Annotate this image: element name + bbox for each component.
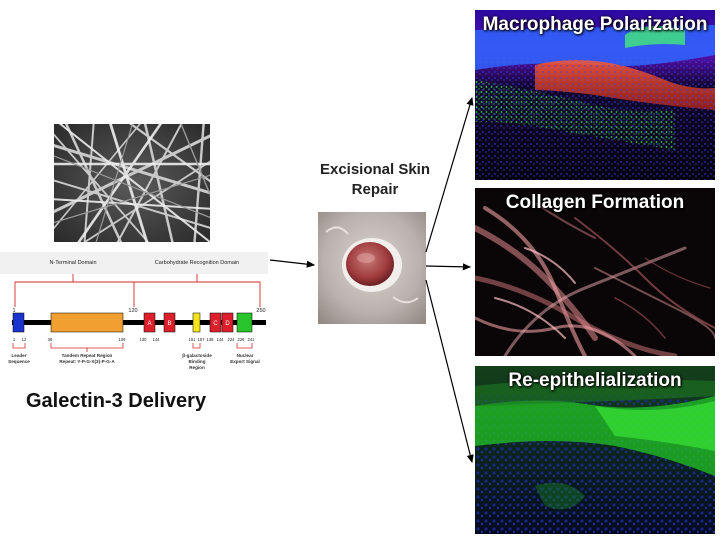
tandem-label-2: Repeat: Y-P-G-X(3)-P-G-A (59, 359, 115, 364)
leader-sequence-box (12, 312, 25, 333)
crd-box-b (163, 312, 176, 333)
tick-36: 36 (48, 337, 53, 342)
arrow-to-reepithelialization (425, 279, 474, 464)
crd-box-a (143, 312, 156, 333)
collagen-formation-panel: Collagen Formation (475, 188, 715, 356)
tick-224: 224 (228, 337, 236, 342)
tick-151: 151 (189, 337, 197, 342)
arrow-diagram-to-wound (269, 259, 316, 268)
tick-labels: 1 12 36 109 130 144 151 157 138 144 224 … (13, 337, 255, 342)
leader-label-2: Sequence (8, 359, 30, 364)
position-1-label: 1 (12, 308, 15, 314)
n-terminal-domain-label: N-Terminal Domain (49, 260, 96, 266)
arrow-to-collagen (425, 263, 472, 271)
collagen-formation-title: Collagen Formation (505, 192, 685, 213)
position-250-label: 250 (256, 308, 265, 314)
nes-label-2: Export Signal (230, 359, 260, 364)
position-120-label: 120 (128, 308, 137, 314)
crd-box-d-label: D (225, 321, 230, 327)
leader-label-1: Leader (11, 353, 26, 358)
nuclear-export-box (236, 312, 253, 333)
reepithelialization-image (475, 366, 715, 534)
tick-1: 1 (13, 337, 16, 342)
crd-box-b-label: B (167, 321, 171, 327)
region-labels: Leader Sequence Tandem Repeat Region Rep… (8, 353, 260, 370)
tick-144-b: 144 (217, 337, 225, 342)
beta-label-2: Binding (188, 359, 205, 364)
nanofiber-sem-image (54, 124, 210, 242)
excisional-skin-repair-title: Excisional Skin Repair (300, 160, 450, 200)
beta-label-3: Region (189, 365, 205, 370)
protein-backbone (12, 320, 266, 325)
lower-brackets (12, 343, 253, 352)
collagen-image (475, 188, 715, 356)
tick-109: 109 (119, 337, 127, 342)
crd-box-c (209, 312, 222, 333)
crd-domain-label: Carbohydrate Recognition Domain (155, 260, 239, 266)
macrophage-image (475, 10, 715, 180)
beta-label-1: β-galactoside (182, 353, 212, 358)
macrophage-polarization-title: Macrophage Polarization (482, 14, 708, 35)
crd-box-d (221, 312, 234, 333)
domain-brackets (14, 274, 261, 307)
wound-photo (318, 212, 426, 324)
galectin3-delivery-title: Galectin-3 Delivery (26, 390, 207, 412)
tandem-repeat-box (50, 312, 124, 333)
beta-binding-box (192, 312, 201, 333)
domain-header-band (0, 252, 268, 274)
tick-157: 157 (198, 337, 206, 342)
tick-226: 226 (238, 337, 246, 342)
tick-144-a: 144 (153, 337, 161, 342)
arrow-to-macrophage (425, 96, 474, 253)
crd-box-c-label: C (213, 321, 218, 327)
macrophage-polarization-panel: Macrophage Polarization (475, 10, 715, 180)
tandem-label-1: Tandem Repeat Region (62, 353, 113, 358)
excisional-title-line2: Repair (351, 181, 399, 198)
reepithelialization-panel: Re-epithelialization (475, 366, 715, 534)
nes-label-1: Nuclear (237, 353, 254, 358)
reepithelialization-title: Re-epithelialization (508, 370, 682, 391)
tick-12: 12 (22, 337, 27, 342)
excisional-title-line1: Excisional Skin (319, 161, 431, 178)
galectin3-domain-diagram: N-Terminal Domain Carbohydrate Recogniti… (0, 252, 268, 370)
tick-138: 138 (207, 337, 215, 342)
tick-130: 130 (140, 337, 148, 342)
tick-241: 241 (248, 337, 256, 342)
crd-box-a-label: A (147, 321, 151, 327)
